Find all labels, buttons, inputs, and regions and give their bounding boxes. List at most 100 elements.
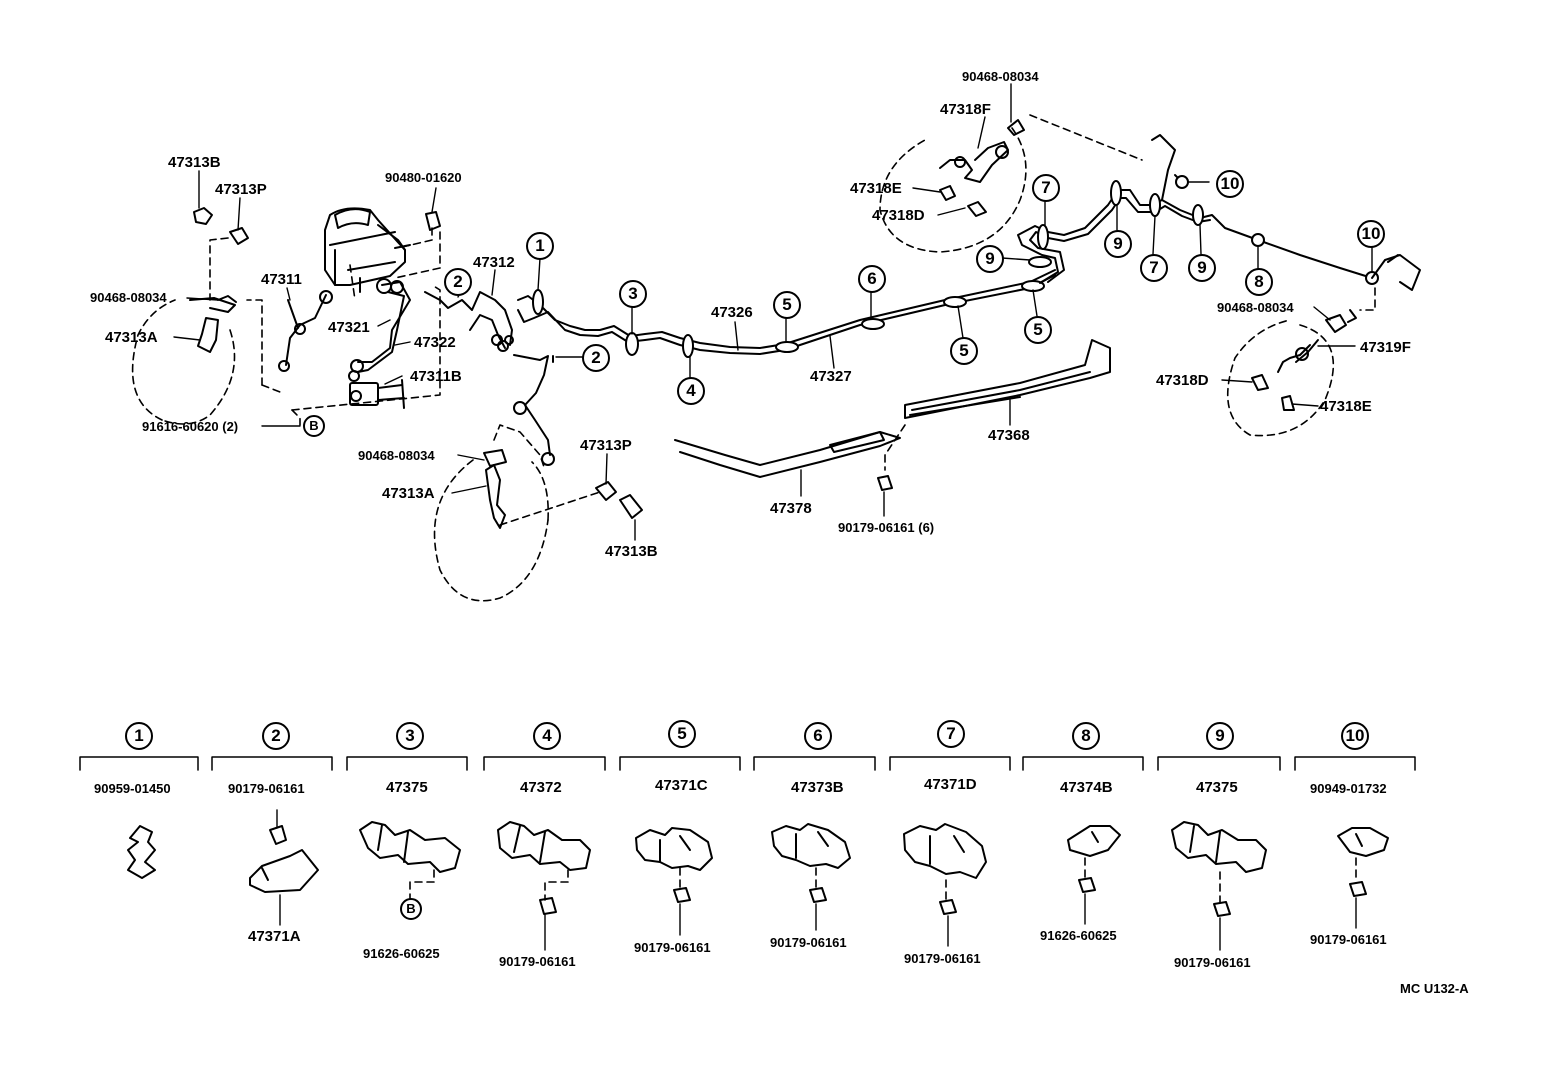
label-90468-right: 90468-08034 bbox=[1217, 300, 1294, 315]
legend-part-8 bbox=[1068, 826, 1120, 892]
label-47311B: 47311B bbox=[410, 368, 462, 385]
legend-1-part: 90959-01450 bbox=[94, 781, 171, 796]
callout-2-upper: 2 bbox=[444, 268, 472, 296]
callout-10-b: 10 bbox=[1357, 220, 1385, 248]
callout-b: B bbox=[303, 415, 325, 437]
legend-part-10 bbox=[1338, 828, 1388, 896]
legend-callout-1: 1 bbox=[125, 722, 153, 750]
callout-5-c: 5 bbox=[1024, 316, 1052, 344]
label-47313A-bottom: 47313A bbox=[382, 485, 435, 502]
legend-part-5 bbox=[636, 828, 712, 902]
legend-8-part: 47374B bbox=[1060, 779, 1113, 796]
label-47313P-top: 47313P bbox=[215, 181, 267, 198]
brake-line-guard-47378 bbox=[675, 432, 900, 477]
label-47313A-top: 47313A bbox=[105, 329, 158, 346]
label-90480-01620: 90480-01620 bbox=[385, 170, 462, 185]
brake-line-47322 bbox=[349, 279, 410, 381]
callout-7-b: 7 bbox=[1140, 254, 1168, 282]
flex-hose-47319F bbox=[1228, 310, 1356, 436]
callout-10-a: 10 bbox=[1216, 170, 1244, 198]
legend-6-bolt: 90179-06161 bbox=[770, 935, 847, 950]
label-90468-bottom-left: 90468-08034 bbox=[358, 448, 435, 463]
brake-line-right bbox=[1018, 135, 1420, 290]
legend-2-part: 90179-06161 bbox=[228, 781, 305, 796]
legend-part-6 bbox=[772, 824, 850, 902]
legend-callout-3: 3 bbox=[396, 722, 424, 750]
legend-part-1 bbox=[128, 826, 155, 878]
legend-10-part: 90949-01732 bbox=[1310, 781, 1387, 796]
legend-part-3 bbox=[360, 822, 460, 900]
brake-line-47326 bbox=[518, 270, 1055, 357]
legend-8-bolt: 91626-60625 bbox=[1040, 928, 1117, 943]
flex-hose-47313A-bottom bbox=[435, 450, 549, 601]
label-90468-top-right: 90468-08034 bbox=[962, 69, 1039, 84]
callout-4: 4 bbox=[677, 377, 705, 405]
callout-9-a: 9 bbox=[976, 245, 1004, 273]
legend-callout-10: 10 bbox=[1341, 722, 1369, 750]
label-47313P-bottom: 47313P bbox=[580, 437, 632, 454]
label-47313B-top: 47313B bbox=[168, 154, 221, 171]
label-47327: 47327 bbox=[810, 368, 852, 385]
callout-9-b: 9 bbox=[1104, 230, 1132, 258]
legend-3-callout-b: B bbox=[400, 898, 422, 920]
label-47318E-right: 47318E bbox=[1320, 398, 1372, 415]
legend-callout-5: 5 bbox=[668, 720, 696, 748]
legend-callout-4: 4 bbox=[533, 722, 561, 750]
nut-90179 bbox=[878, 476, 892, 490]
callout-3: 3 bbox=[619, 280, 647, 308]
label-47321: 47321 bbox=[328, 319, 370, 336]
label-47318F: 47318F bbox=[940, 101, 991, 118]
callout-1: 1 bbox=[526, 232, 554, 260]
label-90179-06161-6: 90179-06161 (6) bbox=[838, 520, 935, 535]
flex-hose-47313A-top bbox=[133, 296, 236, 424]
legend-callout-7: 7 bbox=[937, 720, 965, 748]
legend-part-2 bbox=[250, 826, 318, 892]
label-47378: 47378 bbox=[770, 500, 812, 517]
callout-8: 8 bbox=[1245, 268, 1273, 296]
legend-5-part: 47371C bbox=[655, 777, 708, 794]
grommet-90480 bbox=[426, 212, 440, 230]
legend-callout-2: 2 bbox=[262, 722, 290, 750]
brake-line-47311 bbox=[279, 291, 332, 371]
label-47312: 47312 bbox=[473, 254, 515, 271]
label-91616-60620: 91616-60620 (2) bbox=[142, 419, 239, 434]
brake-line-guard-47368 bbox=[905, 340, 1110, 418]
callout-6: 6 bbox=[858, 265, 886, 293]
label-47368: 47368 bbox=[988, 427, 1030, 444]
callout-2-lower: 2 bbox=[582, 344, 610, 372]
callout-7-a: 7 bbox=[1032, 174, 1060, 202]
legend-2-bracket: 47371A bbox=[248, 928, 301, 945]
legend-4-part: 47372 bbox=[520, 779, 562, 796]
legend-5-bolt: 90179-06161 bbox=[634, 940, 711, 955]
legend-3-part: 47375 bbox=[386, 779, 428, 796]
label-47311: 47311 bbox=[261, 271, 302, 288]
clip-47313P-bottom bbox=[596, 482, 616, 500]
label-47326: 47326 bbox=[711, 304, 753, 321]
legend-9-bolt: 90179-06161 bbox=[1174, 955, 1251, 970]
legend-frames bbox=[80, 757, 1415, 770]
callout-5-a: 5 bbox=[773, 291, 801, 319]
bolt-47313B-bottom bbox=[620, 495, 642, 518]
brake-line-rear-left bbox=[514, 355, 554, 465]
flex-hose-47318F bbox=[880, 120, 1026, 252]
diagram-reference-code: MC U132-A bbox=[1400, 981, 1469, 996]
legend-part-4 bbox=[498, 822, 590, 914]
legend-callout-9: 9 bbox=[1206, 722, 1234, 750]
label-47318D-top: 47318D bbox=[872, 207, 925, 224]
master-cylinder-reservoir bbox=[325, 208, 410, 292]
callout-5-b: 5 bbox=[950, 337, 978, 365]
label-47313B-bottom: 47313B bbox=[605, 543, 658, 560]
brake-line-47312 bbox=[425, 292, 513, 351]
legend-4-bolt: 90179-06161 bbox=[499, 954, 576, 969]
label-47318E-top: 47318E bbox=[850, 180, 902, 197]
legend-callout-8: 8 bbox=[1072, 722, 1100, 750]
legend-part-9 bbox=[1172, 822, 1266, 916]
legend-9-part: 47375 bbox=[1196, 779, 1238, 796]
legend-callout-6: 6 bbox=[804, 722, 832, 750]
legend-7-bolt: 90179-06161 bbox=[904, 951, 981, 966]
legend-part-7 bbox=[904, 824, 986, 914]
callout-9-c: 9 bbox=[1188, 254, 1216, 282]
legend-7-part: 47371D bbox=[924, 776, 977, 793]
